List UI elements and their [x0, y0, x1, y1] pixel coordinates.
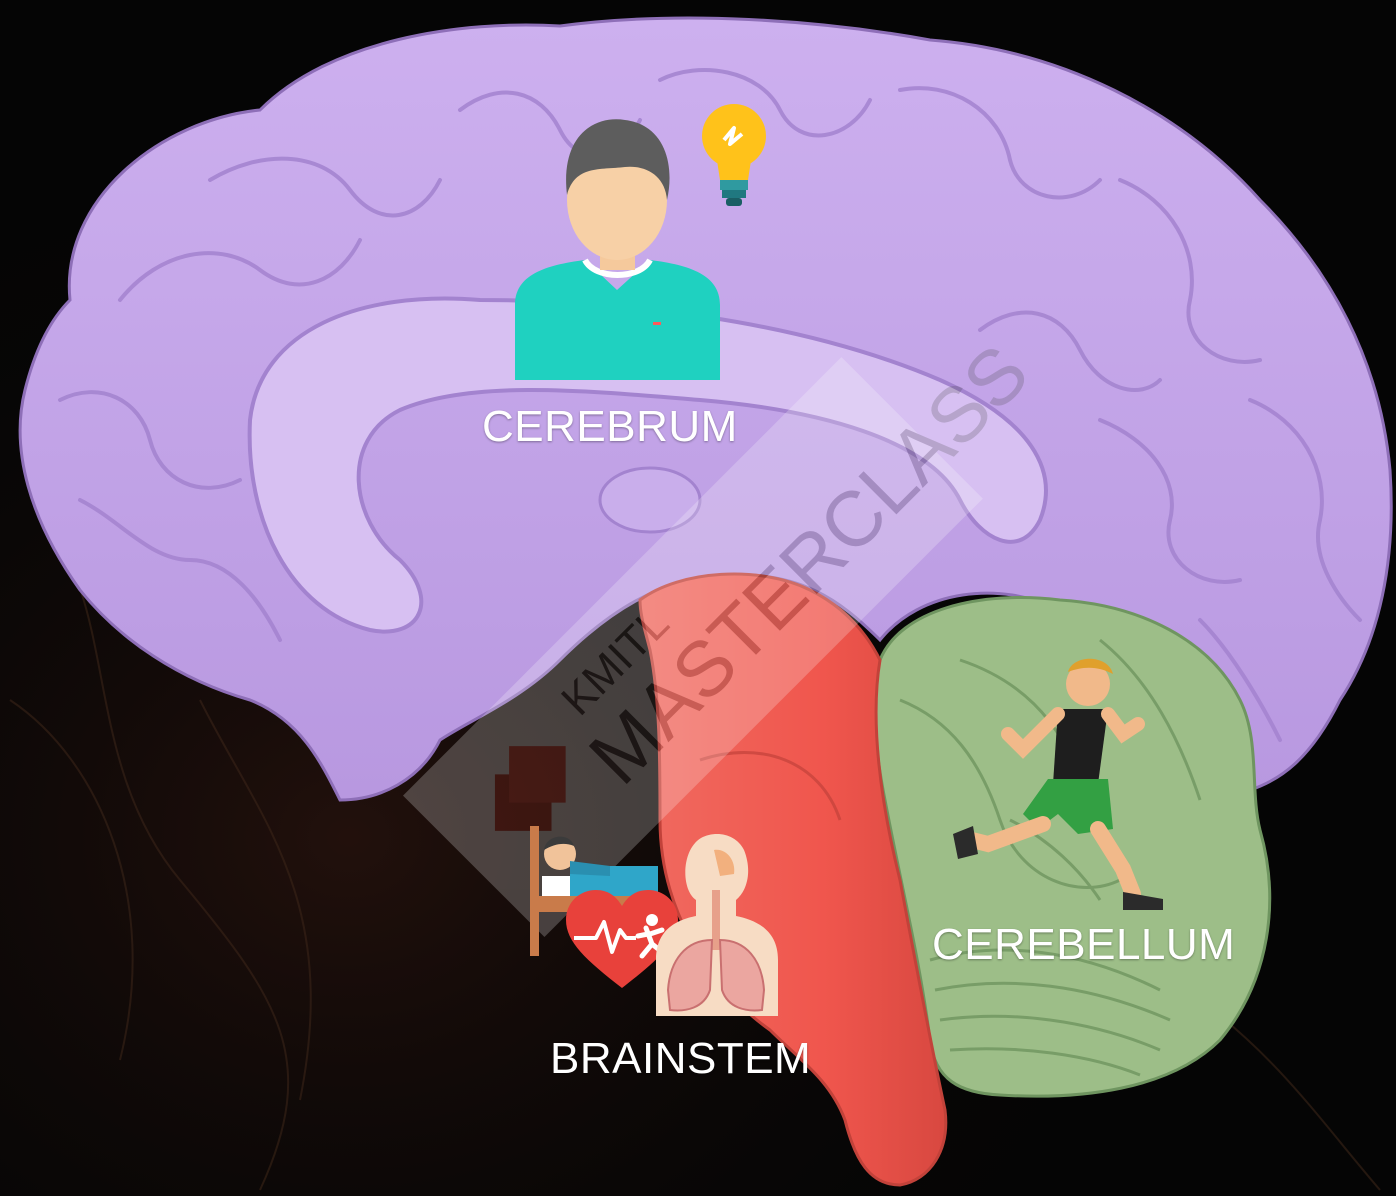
lightbulb-icon	[698, 102, 770, 208]
person-icon	[515, 115, 720, 380]
runner-icon	[948, 654, 1173, 916]
brainstem-label: BRAINSTEM	[550, 1034, 811, 1084]
cerebrum-label: CEREBRUM	[482, 402, 738, 452]
lungs-respiratory-icon	[656, 830, 778, 1016]
cerebellum-label: CEREBELLUM	[932, 920, 1235, 970]
